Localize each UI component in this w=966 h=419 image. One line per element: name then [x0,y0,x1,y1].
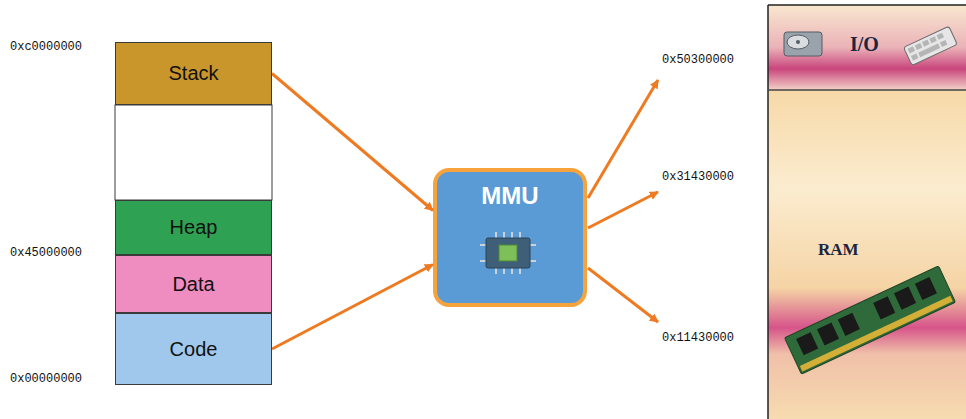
address-label: 0xc0000000 [10,40,82,54]
segment-box: Stack [115,42,272,105]
address-arrow [272,74,433,211]
segment-box: Code [115,313,272,385]
address-label: 0x31430000 [662,170,734,184]
node-text: Data [172,273,214,296]
ram-stick [785,266,956,374]
ram-region [768,90,966,419]
panel-border [767,5,769,419]
free-space [115,105,272,200]
address-label: 0x11430000 [662,331,734,345]
node-text: Code [170,338,218,361]
address-arrow [272,265,433,350]
node-text: Heap [170,216,218,239]
node-text: Stack [168,62,218,85]
address-label: 0x45000000 [10,246,82,260]
segment-box: Heap [115,200,272,255]
panel-divider [768,89,966,91]
mmu-unit: MMU [435,170,585,305]
memory-region: I/O [768,5,966,90]
node-text: RAM [818,240,966,260]
memory-region: RAM [768,90,966,419]
chip-icon [480,232,536,274]
address-label: 0x50300000 [662,53,734,67]
node-text: MMU [481,182,538,210]
panel-border [768,4,966,6]
keyboard-icon [904,26,958,65]
disk-icon [784,32,822,56]
segment-box: Data [115,255,272,313]
address-label: 0x00000000 [10,372,82,386]
mapping-arrow [588,80,658,322]
node-text: I/O [850,33,966,56]
mmu-box [435,170,585,305]
